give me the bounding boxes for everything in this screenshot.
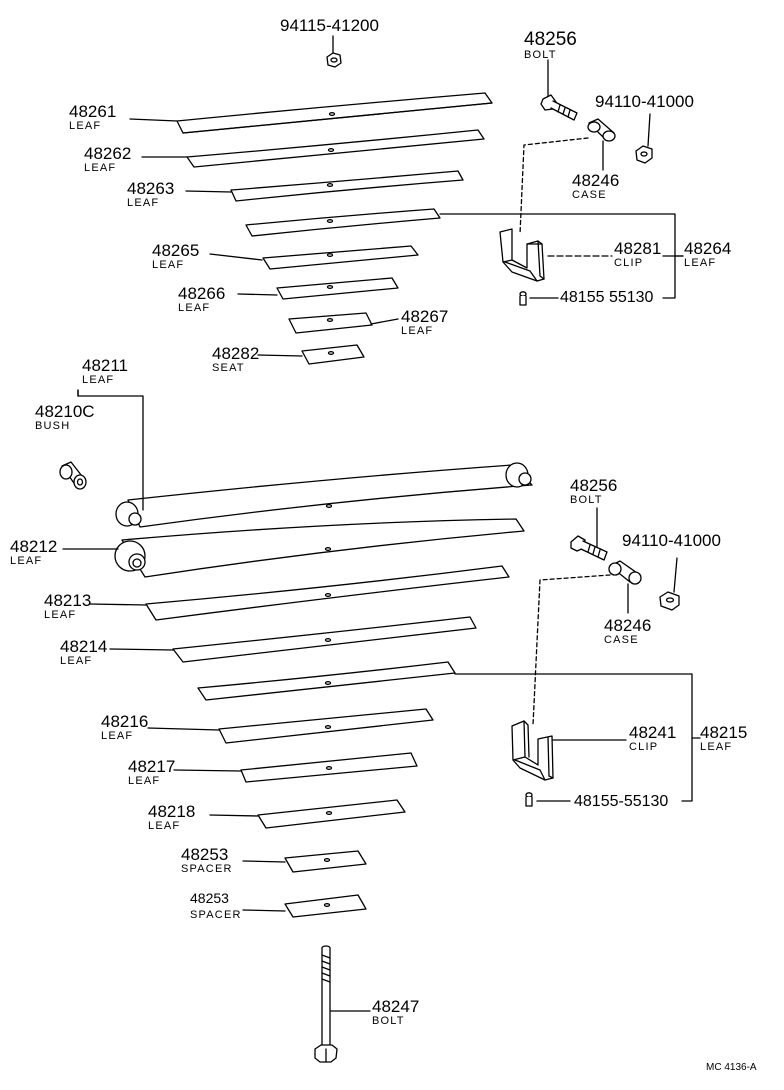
label-48210c-bush: 48210C BUSH [35, 402, 95, 432]
label-94115-41200: 94115-41200 [280, 16, 379, 35]
leaf-48212 [114, 518, 525, 578]
leaf-48214 [172, 616, 477, 663]
spacer-48253-b [284, 894, 367, 918]
label-48256-bolt-top: 48256 BOLT [524, 29, 577, 61]
leaders-main [62, 389, 701, 912]
rivet-top [519, 291, 559, 306]
leaf-48267 [288, 312, 373, 334]
label-48253-spacer-a: 48253 SPACER [181, 845, 233, 875]
label-48216-leaf: 48216 LEAF [101, 712, 149, 742]
label-48155-55130-top: 48155 55130 [560, 289, 654, 306]
label-48282-seat: 48282 SEAT [212, 344, 260, 374]
clip-48241 [511, 720, 627, 781]
rivet-mid [525, 792, 571, 807]
label-48212-leaf: 48212 LEAF [10, 537, 58, 567]
leaf-48261 [176, 92, 493, 134]
spacer-48253-a [284, 850, 367, 873]
label-48217-leaf: 48217 LEAF [128, 757, 176, 787]
label-48246-case-top: 48246 CASE [572, 171, 620, 201]
label-48211-leaf: 48211 LEAF [82, 356, 129, 386]
label-48241-clip: 48241 CLIP [629, 723, 677, 753]
label-48215-leaf: 48215 LEAF [700, 723, 748, 753]
label-48264-leaf: 48264 LEAF [684, 239, 732, 269]
bolt-48256-top [540, 59, 578, 121]
label-48218-leaf: 48218 LEAF [148, 802, 196, 832]
label-48281-clip: 48281 CLIP [614, 239, 662, 269]
leaf-48265 [262, 245, 419, 270]
nut-94110-top [635, 113, 653, 164]
label-48214-leaf: 48214 LEAF [60, 637, 108, 667]
label-48266-leaf: 48266 LEAF [178, 284, 226, 314]
label-48256-bolt-mid: 48256 BOLT [570, 476, 618, 506]
label-48265-leaf: 48265 LEAF [152, 241, 200, 271]
clip-48281 [499, 228, 613, 282]
label-48155-55130-mid: 48155-55130 [574, 793, 669, 810]
label-48213-leaf: 48213 LEAF [44, 591, 92, 621]
bolt-48256-mid [570, 507, 608, 561]
center-bolt-48247 [314, 945, 371, 1063]
leaf-48215 [197, 661, 456, 701]
label-48246-case-mid: 48246 CASE [604, 616, 652, 646]
leaders-upper [129, 118, 684, 357]
leaf-48262 [186, 129, 485, 168]
label-48253-spacer-b: 48253 SPACER [190, 890, 242, 921]
case-48246-top [587, 118, 616, 171]
leaf-48266 [276, 277, 399, 300]
label-48247-bolt: 48247 BOLT [372, 997, 420, 1027]
bush-48210c [59, 461, 87, 490]
label-94110-41000-mid: 94110-41000 [622, 531, 721, 550]
leaf-48264 [245, 208, 441, 237]
leaf-48263 [230, 170, 464, 202]
drawing-reference-code: MC 4136-A [706, 1062, 757, 1073]
nut-top [326, 35, 342, 68]
label-48262-leaf: 48262 LEAF [84, 144, 132, 174]
case-48246-mid [608, 560, 642, 614]
assembly-dash-top [519, 137, 589, 235]
assembly-dash-mid [532, 574, 611, 726]
leaf-48211 [115, 462, 533, 528]
leaf-48218 [257, 799, 406, 829]
label-48263-leaf: 48263 LEAF [127, 179, 175, 209]
nut-94110-mid [659, 557, 680, 611]
label-48261-leaf: 48261 LEAF [69, 102, 117, 132]
leaf-48213 [145, 565, 510, 621]
label-48267-leaf: 48267 LEAF [401, 307, 449, 337]
leaf-48217 [240, 752, 418, 783]
leaf-48216 [218, 708, 434, 744]
seat-48282 [301, 344, 365, 365]
label-94110-41000-top: 94110-41000 [595, 92, 694, 111]
